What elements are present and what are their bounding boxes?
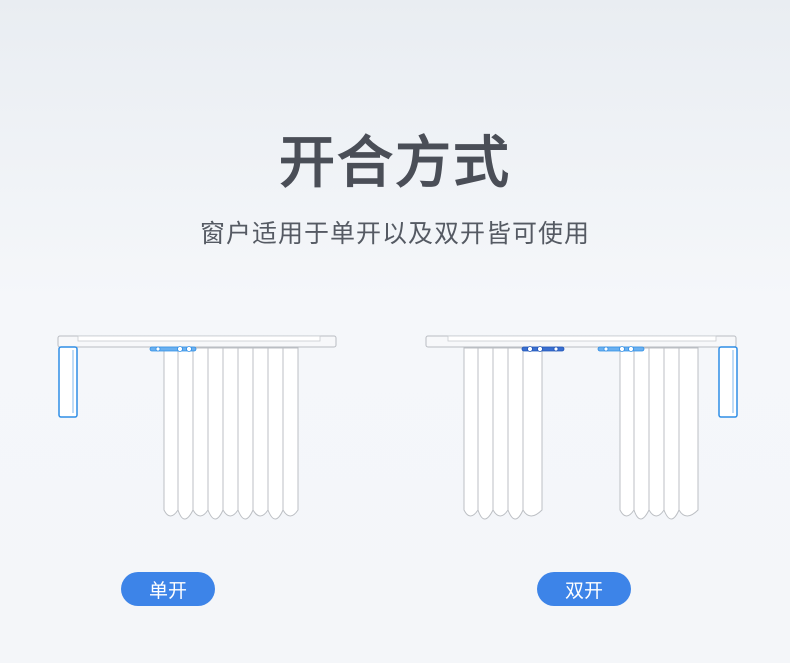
single-open-curtain-diagram [57, 335, 337, 520]
motor-unit [718, 346, 738, 418]
double-open-illustration [418, 320, 748, 535]
right-runner-hook [597, 346, 645, 352]
curtain-folds [163, 347, 299, 520]
single-open-label: 单开 [121, 572, 215, 606]
runner-hook [149, 346, 197, 352]
left-runner-hook [521, 346, 565, 352]
curtain-track [425, 335, 737, 348]
double-open-label: 双开 [537, 572, 631, 606]
curtain-track [57, 335, 337, 348]
page-subtitle: 窗户适用于单开以及双开皆可使用 [199, 219, 590, 248]
single-open-illustration [50, 320, 350, 535]
page-title: 开合方式 [279, 131, 511, 196]
right-curtain-folds [619, 347, 699, 520]
motor-unit [58, 346, 78, 418]
double-open-curtain-diagram [425, 335, 738, 520]
left-curtain-folds [463, 347, 543, 520]
